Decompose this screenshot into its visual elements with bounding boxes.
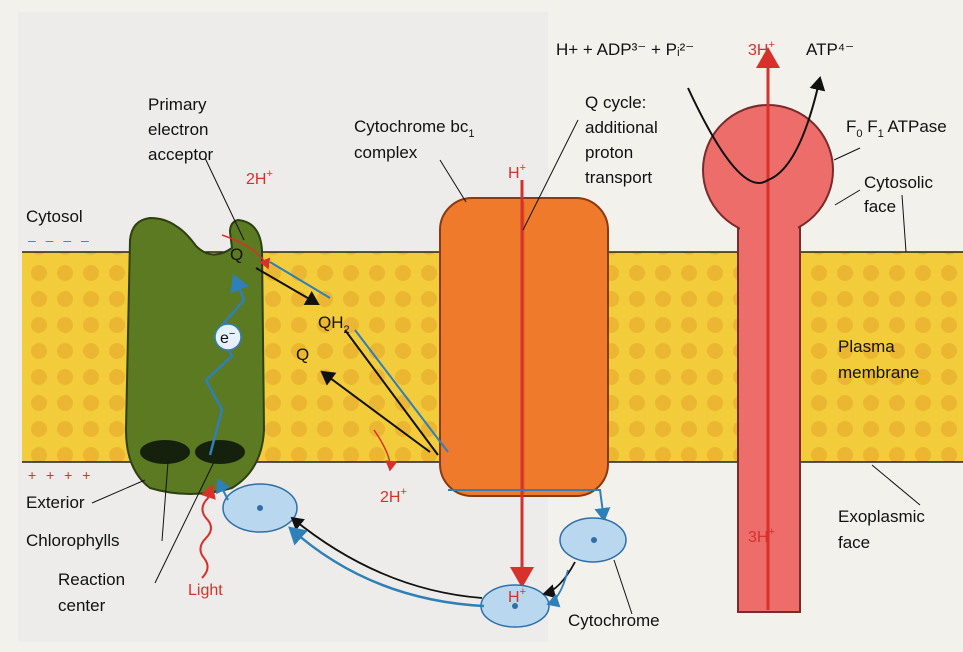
label-primary-acceptor-line3: acceptor <box>148 145 214 164</box>
label-cytosol-charges: – – – – <box>28 232 92 248</box>
label-cytosolic-face-line1: Cytosolic <box>864 173 933 192</box>
label-cytosolic-face-line2: face <box>864 197 896 216</box>
label-q-cycle-line2: additional <box>585 118 658 137</box>
label-reaction-center-line2: center <box>58 596 106 615</box>
label-bc1-line2: complex <box>354 143 418 162</box>
label-cytosol: Cytosol <box>26 207 83 226</box>
label-q-mid: Q <box>296 345 309 364</box>
chlorophyll-right <box>195 440 245 464</box>
label-chlorophylls: Chlorophylls <box>26 531 120 550</box>
label-exterior-charges: + + + + <box>28 467 93 483</box>
label-exterior: Exterior <box>26 493 85 512</box>
cytochrome-left-heme <box>257 505 263 511</box>
label-primary-acceptor-line2: electron <box>148 120 208 139</box>
label-atp: ATP⁴⁻ <box>806 40 854 59</box>
label-q-cycle-line1: Q cycle: <box>585 93 646 112</box>
label-light: Light <box>188 582 223 599</box>
label-q-top: Q <box>230 245 243 264</box>
chlorophyll-left <box>140 440 190 464</box>
label-plasma-membrane-line2: membrane <box>838 363 919 382</box>
label-exoplasmic-face-line2: face <box>838 533 870 552</box>
label-plasma-membrane-line1: Plasma <box>838 337 895 356</box>
label-cytochrome: Cytochrome <box>568 611 660 630</box>
label-primary-acceptor-line1: Primary <box>148 95 207 114</box>
label-reaction-center-line1: Reaction <box>58 570 125 589</box>
cytochrome-right-heme <box>591 537 597 543</box>
label-reaction-equation: H+ + ADP³⁻ + Pᵢ²⁻ <box>556 40 694 59</box>
label-q-cycle-line4: transport <box>585 168 652 187</box>
label-exoplasmic-face-line1: Exoplasmic <box>838 507 925 526</box>
label-q-cycle-line3: proton <box>585 143 633 162</box>
